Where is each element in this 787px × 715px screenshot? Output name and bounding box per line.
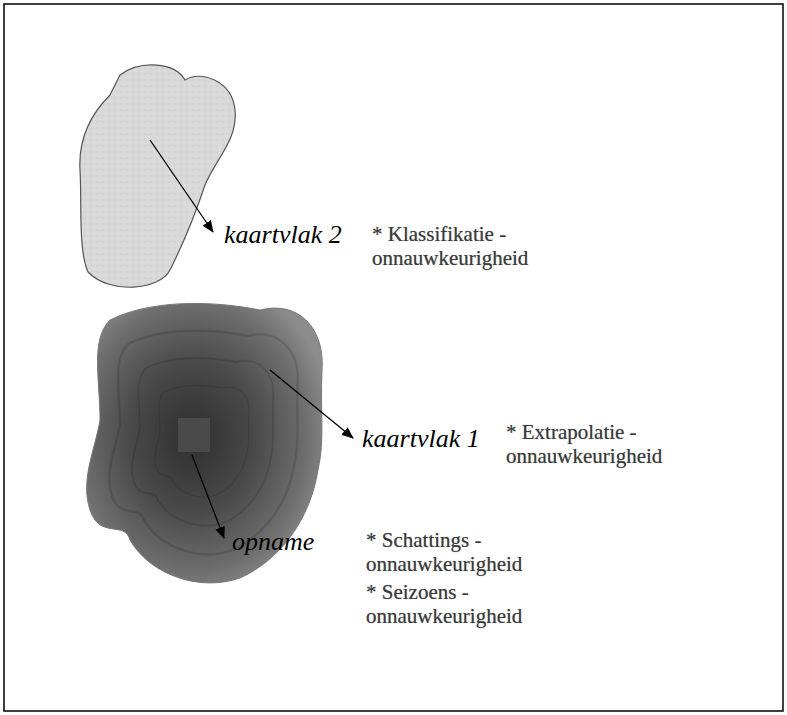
uncertainty-note: * Klassifikatie - onnauwkeurigheid [372,222,557,270]
uncertainty-note: * Extrapolatie - onnauwkeurigheid [506,420,691,468]
leader-arrow [192,455,224,538]
plot-name: opname [232,527,314,557]
map-area-1 [87,303,323,582]
map-area-2 [80,65,235,287]
leader-arrow [150,140,213,232]
uncertainty-note: * Schattings - onnauwkeurigheid [366,528,551,576]
leader-arrow [270,370,353,438]
map-area-name: kaartvlak 1 [362,424,480,454]
frame [4,4,783,711]
sample-plot [178,418,210,452]
map-area-name: kaartvlak 2 [224,220,342,250]
contour-rings [109,331,297,555]
uncertainty-note: * Seizoens - onnauwkeurigheid [366,580,551,628]
